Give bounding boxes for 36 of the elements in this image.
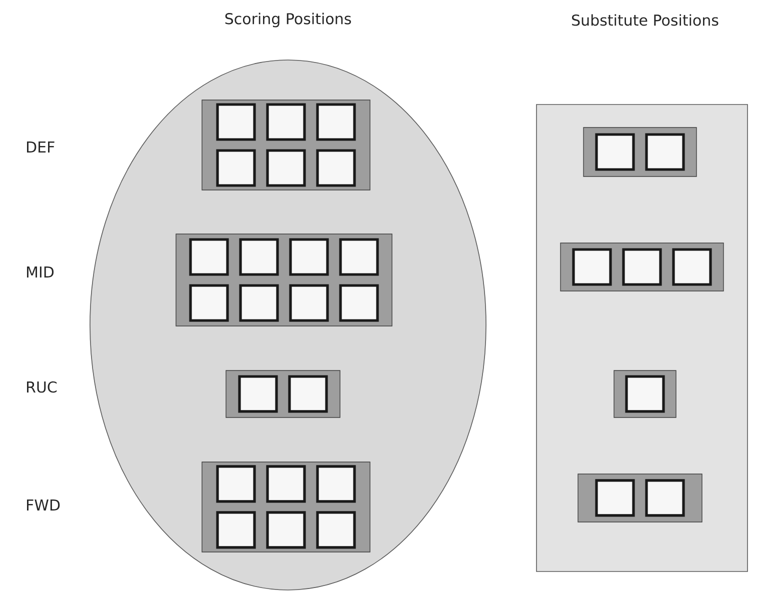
slot <box>289 284 329 322</box>
slot <box>645 133 685 171</box>
slot <box>239 284 279 322</box>
slot <box>316 149 356 187</box>
slot <box>266 103 306 141</box>
slot <box>216 149 256 187</box>
slot <box>339 238 379 276</box>
slot <box>316 511 356 549</box>
slot <box>189 284 229 322</box>
slot <box>239 238 279 276</box>
slot <box>645 479 685 517</box>
slot <box>266 511 306 549</box>
slot <box>238 375 278 413</box>
slot <box>266 149 306 187</box>
slot <box>595 479 635 517</box>
slot <box>316 465 356 503</box>
slot <box>672 248 712 286</box>
row-label: FWD <box>27 500 60 510</box>
slot <box>625 375 665 413</box>
slot <box>266 465 306 503</box>
slot <box>339 284 379 322</box>
row-label: RUC <box>27 381 57 393</box>
slot <box>288 375 328 413</box>
slot <box>289 238 329 276</box>
row-label: MID <box>27 266 54 278</box>
slot <box>572 248 612 286</box>
slot <box>216 511 256 549</box>
slot <box>216 103 256 141</box>
heading: Scoring Positions <box>225 12 351 28</box>
slot <box>216 465 256 503</box>
slot <box>189 238 229 276</box>
heading: Substitute Positions <box>572 14 718 26</box>
row-label: DEF <box>27 142 54 152</box>
slot <box>622 248 662 286</box>
slot <box>316 103 356 141</box>
slot <box>595 133 635 171</box>
